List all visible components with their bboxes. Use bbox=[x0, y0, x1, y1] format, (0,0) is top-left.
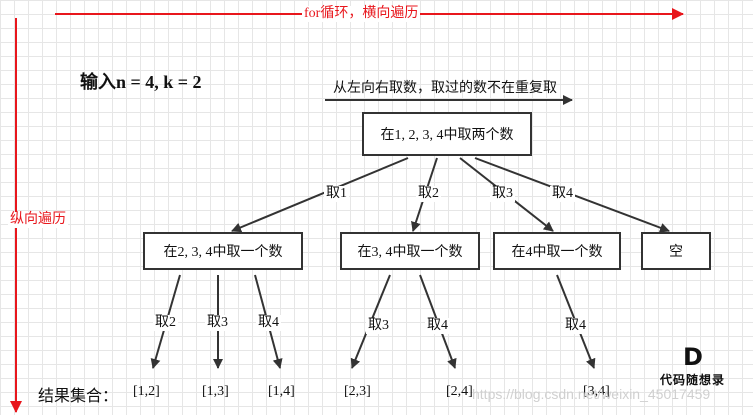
edge-root-to-n1 bbox=[231, 157, 409, 233]
edge-label-take-2-from-n1: 取2 bbox=[153, 315, 178, 331]
node-empty: 空 bbox=[641, 232, 711, 270]
direction-label: 从左向右取数，取过的数不在重复取 bbox=[333, 81, 557, 96]
result-2-3: [2,3] bbox=[344, 384, 371, 399]
result-1-3: [1,3] bbox=[202, 384, 229, 399]
edge-label-take-4: 取4 bbox=[550, 186, 575, 202]
vertical-traversal-label: 纵向遍历 bbox=[8, 212, 68, 228]
node-2-3-4: 在2, 3, 4中取一个数 bbox=[143, 232, 303, 270]
edge-label-take-1: 取1 bbox=[324, 186, 349, 202]
result-2-4: [2,4] bbox=[446, 384, 473, 399]
edge-label-take-4-from-n3: 取4 bbox=[563, 318, 588, 334]
node-4: 在4中取一个数 bbox=[493, 232, 621, 270]
logo-text: 代码随想录 bbox=[660, 373, 726, 387]
edge-label-take-3: 取3 bbox=[490, 186, 515, 202]
edge-label-take-4-from-n2: 取4 bbox=[425, 318, 450, 334]
edge-label-take-3-from-n1: 取3 bbox=[205, 315, 230, 331]
result-1-4: [1,4] bbox=[268, 384, 295, 399]
horizontal-traversal-label: for循环，横向遍历 bbox=[302, 6, 421, 22]
logo-letter: D bbox=[683, 343, 703, 371]
node-3-4: 在3, 4中取一个数 bbox=[340, 232, 480, 270]
result-1-2: [1,2] bbox=[133, 384, 160, 399]
edge-label-take-2: 取2 bbox=[416, 186, 441, 202]
root-node: 在1, 2, 3, 4中取两个数 bbox=[362, 112, 532, 156]
edge-label-take-4-from-n1: 取4 bbox=[256, 315, 281, 331]
input-label: 输入n = 4, k = 2 bbox=[80, 72, 202, 92]
result-3-4: [3,4] bbox=[583, 384, 610, 399]
watermark: https://blog.csdn.net/weixin_45017459 bbox=[472, 386, 711, 402]
results-label: 结果集合： bbox=[38, 388, 119, 405]
edge-label-take-3-from-n2: 取3 bbox=[366, 318, 391, 334]
logo-icon: D bbox=[683, 345, 703, 369]
